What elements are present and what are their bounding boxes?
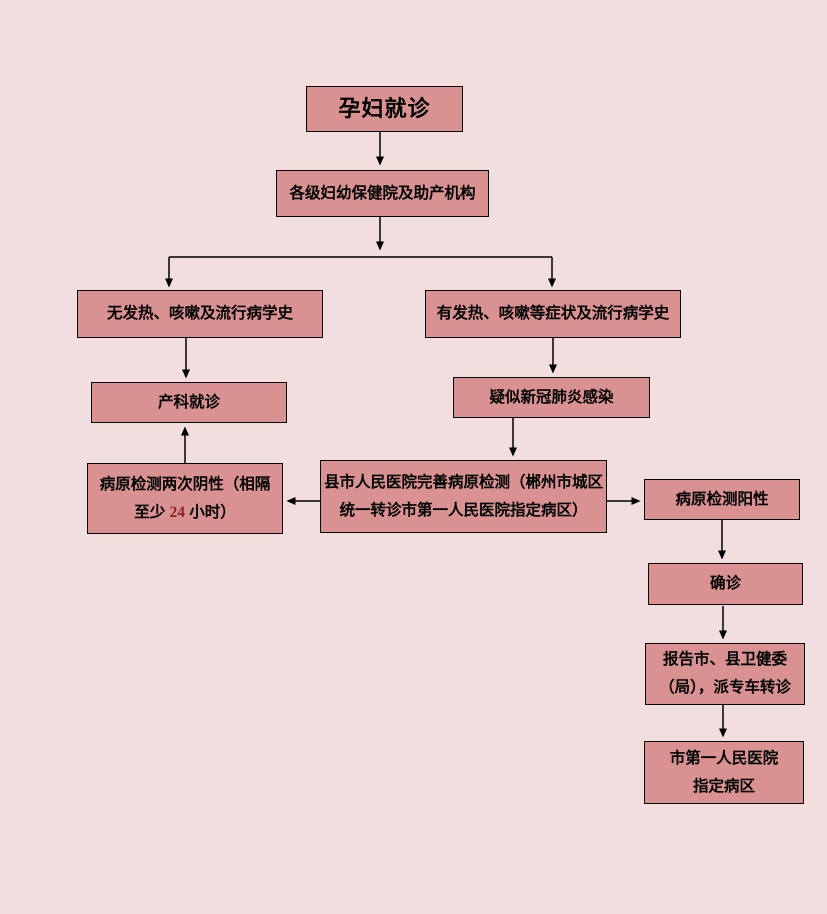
node-designated-ward: 市第一人民医院 指定病区 [644,741,804,804]
node-label: 无发热、咳嗽及流行病学史 [106,305,293,323]
node-label-line2: 指定病区 [692,777,755,795]
node-has-symptoms: 有发热、咳嗽等症状及流行病学史 [425,290,681,338]
node-label: 孕妇就诊 [338,96,431,122]
node-label-line1: 病原检测两次阴性（相隔 [99,475,271,493]
hours-number: 24 [169,503,186,521]
node-confirmed: 确诊 [648,563,803,605]
node-label-line2: 至少 24 小时） [134,503,236,521]
node-label: 各级妇幼保健院及助产机构 [289,184,476,202]
node-suspected-covid: 疑似新冠肺炎感染 [453,377,650,418]
node-label-line1: 县市人民医院完善病原检测（郴州市城区 [323,473,603,491]
node-no-symptoms: 无发热、咳嗽及流行病学史 [77,290,323,338]
node-label: 疑似新冠肺炎感染 [489,388,614,406]
node-label: 确诊 [709,575,741,593]
node-label-line1: 报告市、县卫健委 [662,651,787,669]
node-negative-test: 病原检测两次阴性（相隔 至少 24 小时） [87,463,283,534]
node-label-line2: 统一转诊市第一人民医院指定病区） [339,501,588,519]
node-label: 病原检测阳性 [675,490,769,508]
node-pregnant-visit: 孕妇就诊 [306,86,463,132]
node-label-line2: （局），派专车转诊 [659,679,791,696]
node-label-line1: 市第一人民医院 [669,749,779,767]
node-label: 产科就诊 [157,393,220,411]
node-positive-test: 病原检测阳性 [644,479,800,520]
node-maternal-institutions: 各级妇幼保健院及助产机构 [276,170,489,217]
node-label: 有发热、咳嗽等症状及流行病学史 [436,305,670,323]
node-county-hospital-test: 县市人民医院完善病原检测（郴州市城区 统一转诊市第一人民医院指定病区） [320,460,607,533]
node-report-health-commission: 报告市、县卫健委 （局），派专车转诊 [645,643,805,705]
node-obstetric-visit: 产科就诊 [91,382,287,423]
